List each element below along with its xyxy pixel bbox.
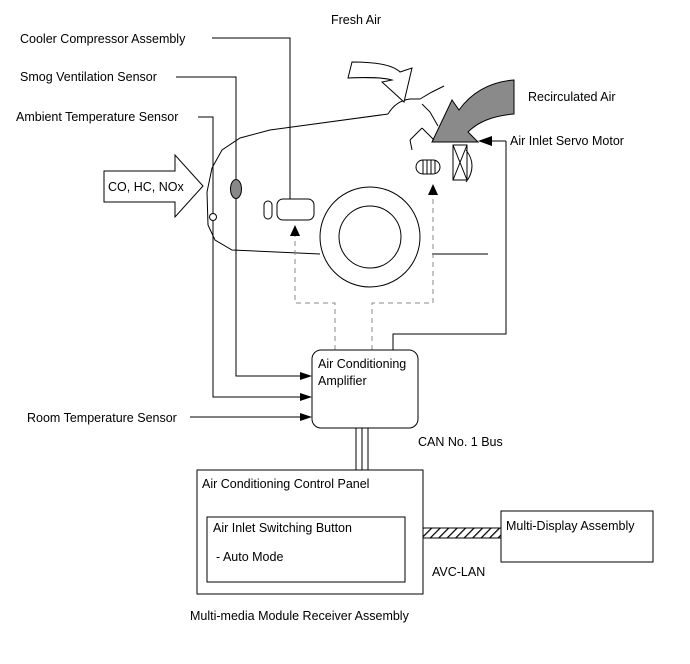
fresh-air-label: Fresh Air [331, 13, 381, 27]
can-bus-wires [355, 428, 369, 470]
servo-motor-icon [415, 144, 468, 181]
cooler-compressor-label: Cooler Compressor Assembly [20, 32, 186, 46]
avc-lan-bus [422, 527, 502, 539]
receiver-assembly-label: Multi-media Module Receiver Assembly [190, 609, 410, 623]
ambient-sensor-icon [209, 213, 217, 221]
air-inlet-damper [409, 127, 435, 151]
pollutant-arrow [103, 153, 204, 219]
ambient-sensor-label: Ambient Temperature Sensor [16, 110, 178, 124]
blower-fan [319, 186, 421, 288]
dashed-signal-lines [290, 184, 438, 350]
button-mode: - Auto Mode [216, 550, 283, 564]
servo-wire [392, 141, 507, 350]
smog-sensor-icon [230, 179, 242, 199]
ac-amplifier: Air Conditioning Amplifier [311, 349, 419, 429]
vehicle-outline [206, 85, 488, 255]
leader-lines [176, 37, 506, 421]
control-panel-title: Air Conditioning Control Panel [202, 477, 369, 491]
recirculated-air-label: Recirculated Air [528, 90, 616, 104]
sensor-input-lines [212, 199, 312, 401]
amplifier-label-line1: Air Conditioning [318, 357, 406, 371]
fresh-air-arrow [347, 61, 413, 103]
amplifier-label-line2: Amplifier [318, 374, 367, 388]
recirculated-air-arrow [431, 79, 515, 143]
room-sensor-label: Room Temperature Sensor [27, 411, 177, 425]
pollutants-label: CO, HC, NOx [108, 180, 184, 194]
control-panel: Air Conditioning Control Panel Air Inlet… [196, 469, 424, 595]
avc-lan-label: AVC-LAN [432, 565, 485, 579]
smog-sensor-label: Smog Ventilation Sensor [20, 70, 157, 84]
servo-motor-label: Air Inlet Servo Motor [510, 134, 624, 148]
multi-display-assembly: Multi-Display Assembly [500, 510, 654, 563]
compressor-icon [263, 198, 315, 221]
button-title: Air Inlet Switching Button [213, 521, 352, 535]
multi-display-label: Multi-Display Assembly [506, 519, 635, 533]
can-bus-label: CAN No. 1 Bus [418, 435, 503, 449]
